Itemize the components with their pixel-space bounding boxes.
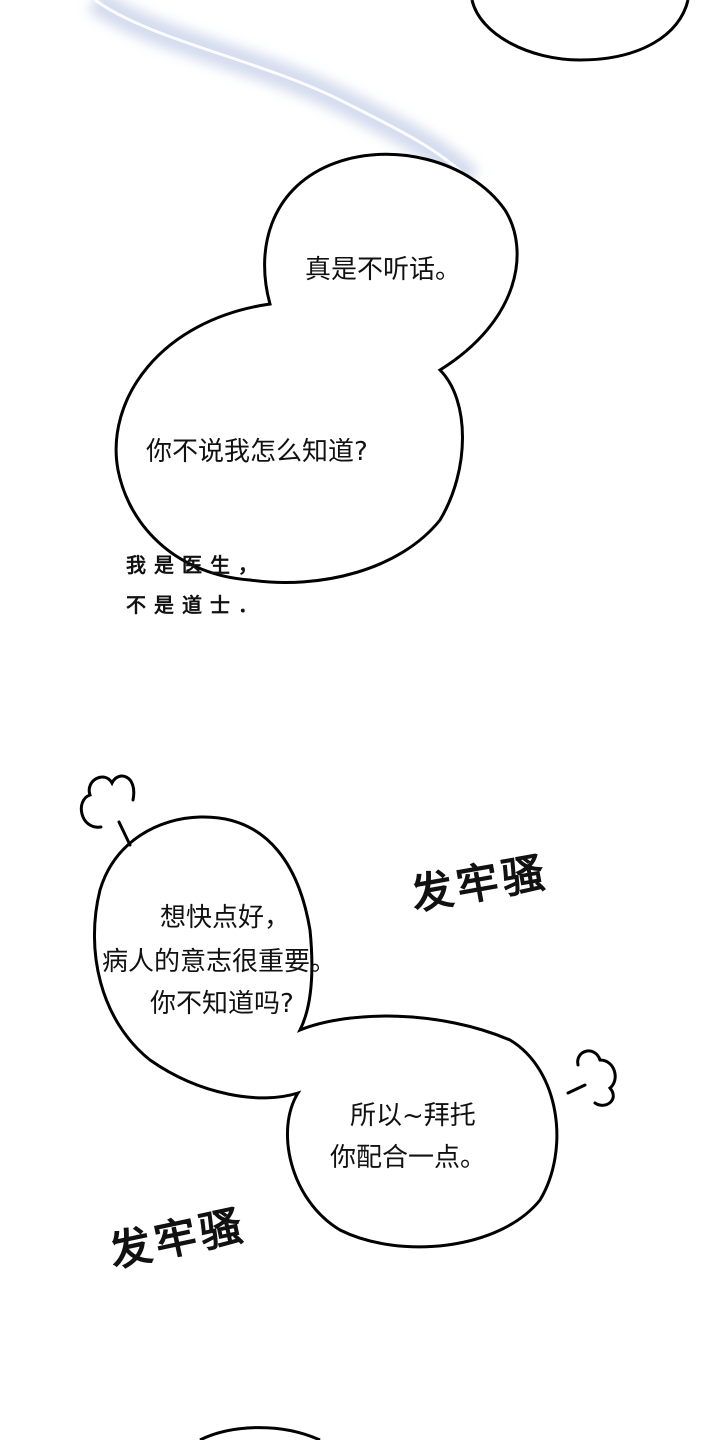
speech-bubble-pair-1 xyxy=(114,152,519,584)
speech-bubble-bottom-partial xyxy=(199,1426,321,1440)
bubble-3-line-3: 你不知道吗? xyxy=(150,989,294,1019)
bubble-4-line-1: 所以~拜托 xyxy=(350,1101,476,1131)
narration-line-2: 不是道士． xyxy=(126,593,266,617)
steam-puff-icon xyxy=(80,774,136,847)
speech-bubble-pair-2 xyxy=(92,815,559,1249)
speech-bubble-top-partial xyxy=(470,0,690,62)
bubble-3-line-1: 想快点好， xyxy=(160,903,291,933)
bubble-2-text: 你不说我怎么知道? xyxy=(146,437,368,467)
steam-puff-icon xyxy=(566,1049,617,1107)
bubble-1-text: 真是不听话。 xyxy=(305,255,462,285)
narration-line-1: 我是医生， xyxy=(126,553,266,577)
bubble-3-line-2: 病人的意志很重要。 xyxy=(102,947,337,977)
motion-streak xyxy=(87,0,480,190)
bubble-4-line-2: 你配合一点。 xyxy=(330,1143,487,1173)
